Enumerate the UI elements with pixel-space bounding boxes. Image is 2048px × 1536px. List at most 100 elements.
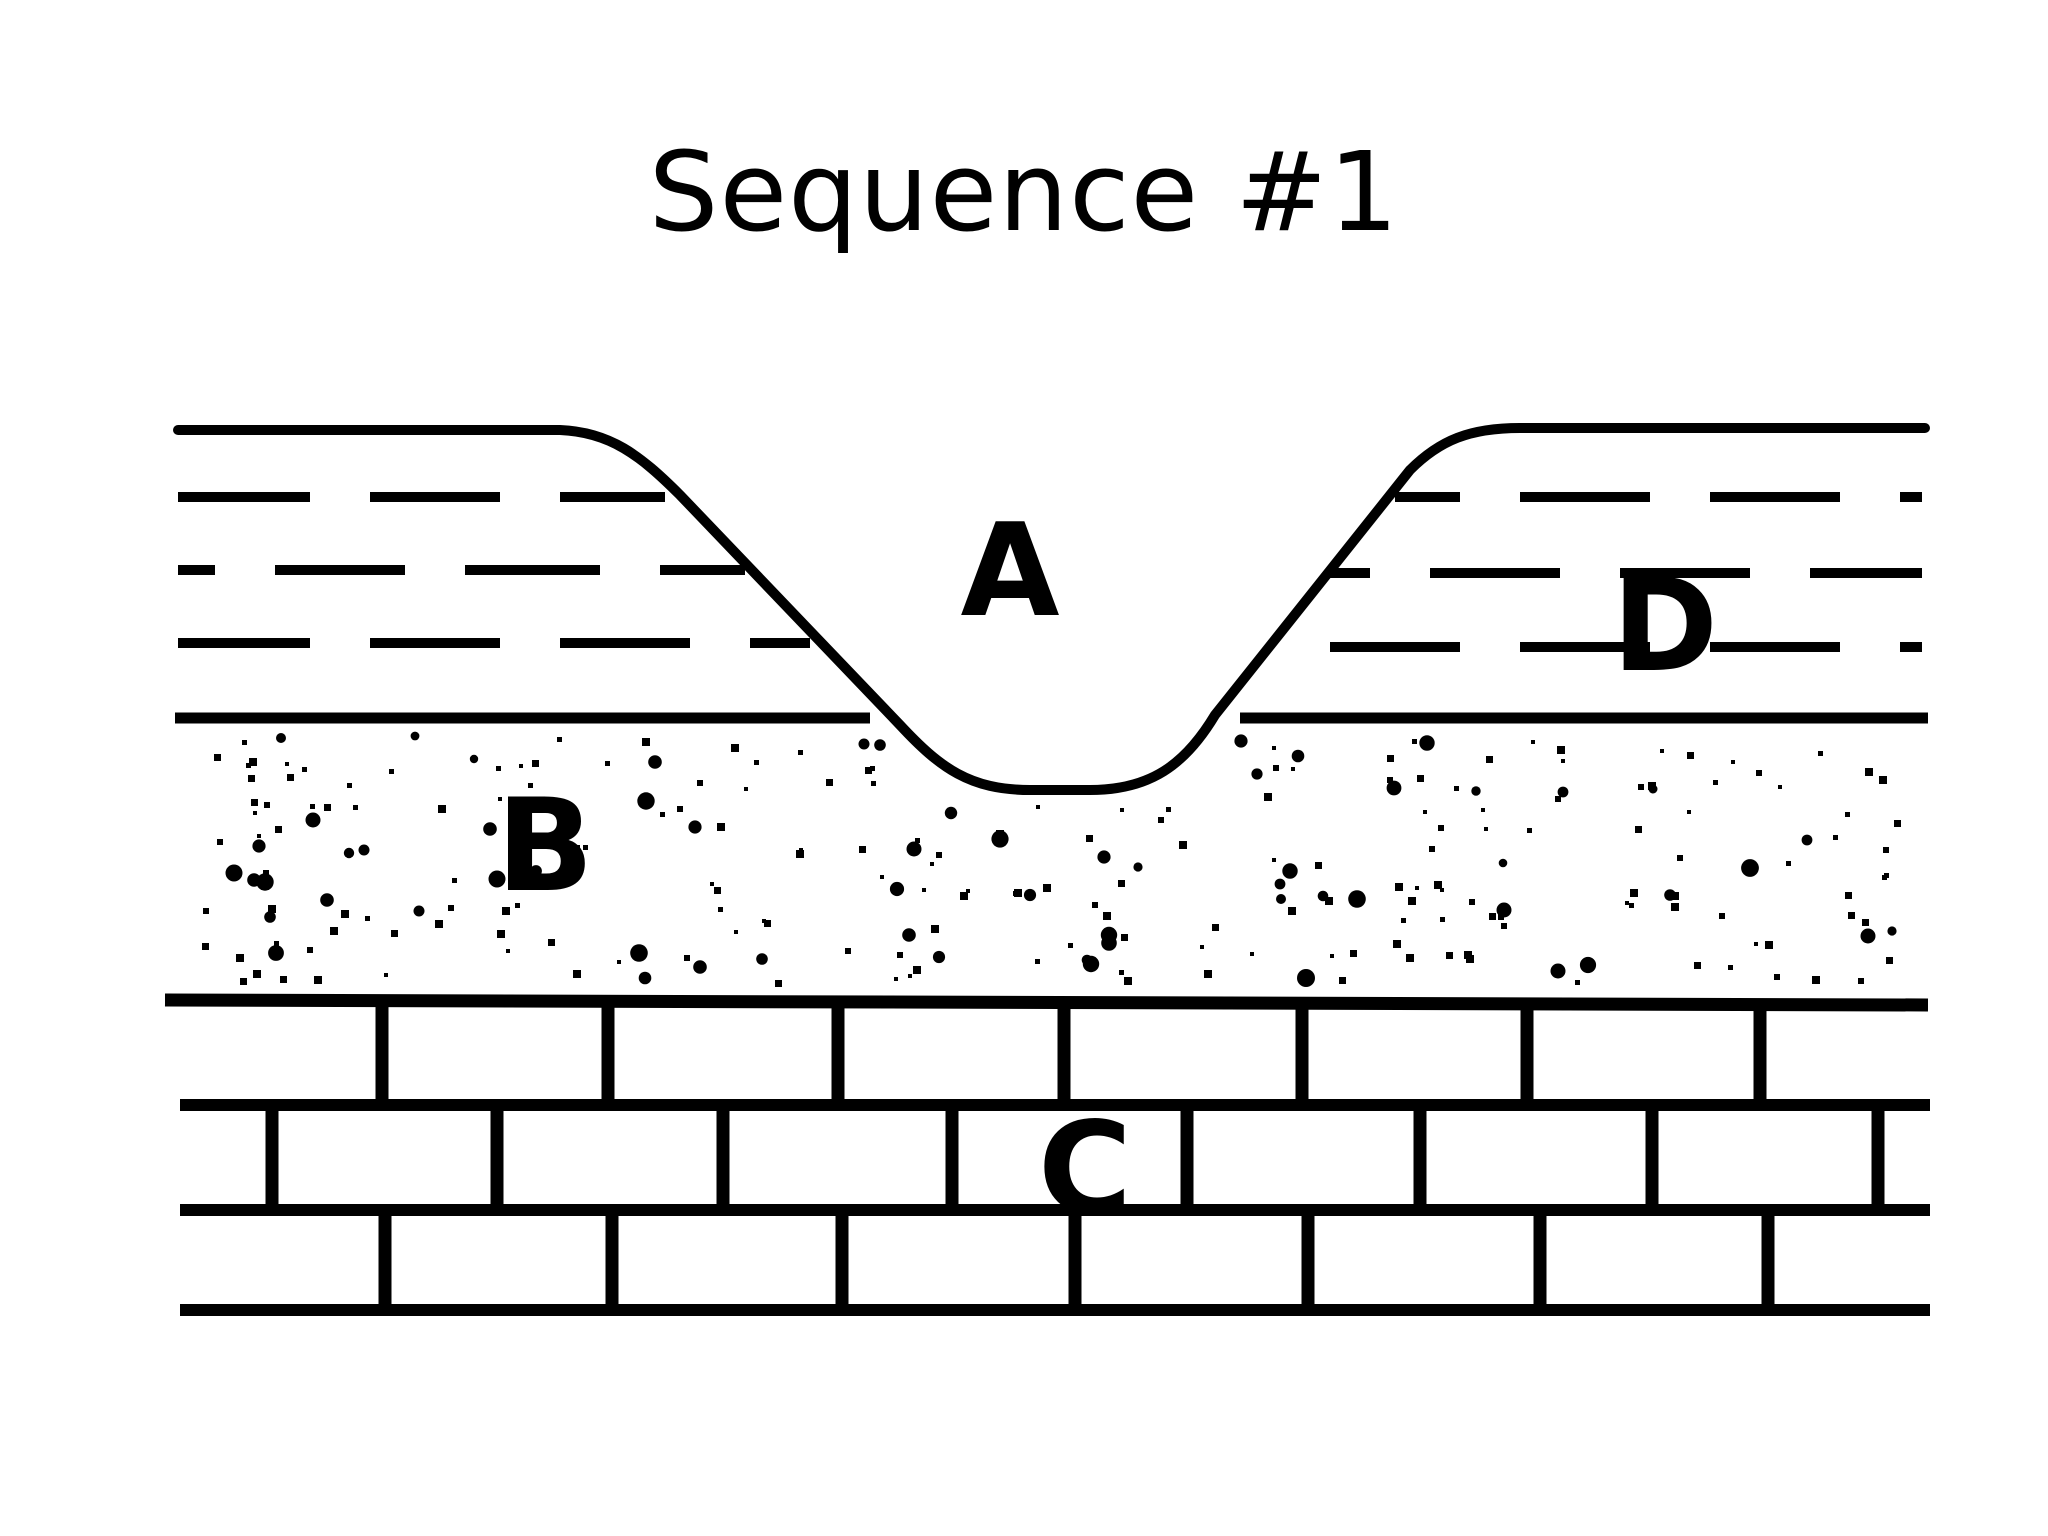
sand-grain: [930, 862, 934, 866]
sand-grain: [1440, 917, 1445, 922]
sand-grain: [1756, 770, 1762, 776]
sand-grain: [1694, 962, 1701, 969]
sand-grain: [731, 744, 739, 752]
sand-grain: [1124, 977, 1132, 985]
sand-grain: [1133, 862, 1143, 872]
sand-grain: [1886, 957, 1893, 964]
sand-grain: [697, 780, 703, 786]
sand-grain: [1531, 740, 1535, 744]
sand-grain: [214, 754, 221, 761]
sand-grain: [252, 839, 266, 853]
sand-grain: [1250, 952, 1254, 956]
sand-grain: [1035, 959, 1040, 964]
sand-grain: [384, 973, 388, 977]
sand-grain: [448, 905, 454, 911]
sand-grain: [684, 955, 690, 961]
sand-grain: [915, 838, 920, 843]
sand-grain: [264, 802, 270, 808]
sand-grain: [798, 750, 803, 755]
sand-grain: [1274, 878, 1286, 890]
sand-grain: [1103, 912, 1111, 920]
sand-grain: [1469, 899, 1475, 905]
sand-grain: [1282, 863, 1298, 879]
sand-grain: [353, 805, 358, 810]
sand-grain: [1833, 835, 1838, 840]
sand-grain: [1635, 826, 1642, 833]
sand-grain: [365, 916, 370, 921]
label-d: D: [1612, 552, 1718, 701]
sand-grain: [1713, 780, 1718, 785]
sand-grain: [1883, 847, 1889, 853]
sand-grain: [764, 920, 771, 927]
sand-grain: [1234, 734, 1248, 748]
sand-grain: [1498, 858, 1508, 868]
sand-grain: [1273, 765, 1279, 771]
sand-grain: [991, 830, 1009, 848]
sand-grain: [483, 822, 497, 836]
sand-grain: [858, 738, 870, 750]
sand-grain: [1317, 890, 1329, 902]
sand-grain: [217, 839, 223, 845]
sand-grain: [496, 766, 501, 771]
sand-grain: [1484, 827, 1488, 831]
sand-grain: [1434, 881, 1442, 889]
sand-grain: [1212, 924, 1219, 931]
sand-grain: [573, 970, 581, 978]
sand-grain: [889, 881, 905, 897]
sand-grain: [557, 737, 562, 742]
sand-grain: [799, 848, 803, 852]
sand-grain: [275, 826, 282, 833]
sand-grain: [240, 978, 247, 985]
sand-grain: [1498, 914, 1504, 920]
sand-grain: [1719, 913, 1725, 919]
sand-grain: [438, 805, 446, 813]
sand-grain: [532, 760, 539, 767]
shale-pattern-right: [1330, 492, 1922, 652]
sand-grain: [1097, 850, 1111, 864]
sand-grain: [642, 738, 650, 746]
sand-grain: [302, 767, 307, 772]
sand-grain: [248, 775, 255, 782]
sand-grain: [1778, 785, 1782, 789]
sand-grain: [1297, 969, 1315, 987]
sand-grain: [1118, 880, 1125, 887]
sand-grain: [1557, 786, 1569, 798]
sand-grain: [1387, 755, 1394, 762]
limestone-pattern: [180, 1000, 1930, 1316]
sand-grain: [498, 797, 502, 801]
sand-grain: [1423, 810, 1427, 814]
sand-grain: [1419, 735, 1435, 751]
sand-grain: [1579, 956, 1597, 974]
sand-grain: [1638, 784, 1644, 790]
sand-grain: [688, 820, 702, 834]
sand-grain: [1664, 889, 1676, 901]
sand-grain: [391, 930, 398, 937]
sand-grain: [246, 763, 251, 768]
sand-grain: [913, 966, 921, 974]
sand-grain: [1845, 892, 1852, 899]
sand-grain: [249, 758, 257, 766]
sand-grain: [1166, 807, 1171, 812]
sand-grain: [548, 939, 555, 946]
sand-grain: [1471, 786, 1481, 796]
sand-grain: [276, 733, 286, 743]
sand-grain: [330, 927, 338, 935]
sand-grain: [1818, 751, 1823, 756]
sand-grain: [1550, 963, 1566, 979]
sand-grain: [1101, 935, 1117, 951]
sand-grain: [932, 950, 946, 964]
sand-grain: [583, 845, 588, 850]
sand-grain: [358, 844, 370, 856]
sand-grain: [305, 812, 321, 828]
sand-grain: [1887, 926, 1897, 936]
sand-grain: [859, 846, 866, 853]
sand-grain: [1429, 846, 1435, 852]
sand-grain: [469, 754, 479, 764]
sandstone-limestone-contact: [164, 993, 1929, 1012]
sand-grain: [488, 870, 506, 888]
sand-grain: [1068, 943, 1073, 948]
sand-grain: [515, 903, 520, 908]
sand-grain: [1741, 859, 1759, 877]
shale-top-surface: [173, 423, 1930, 795]
